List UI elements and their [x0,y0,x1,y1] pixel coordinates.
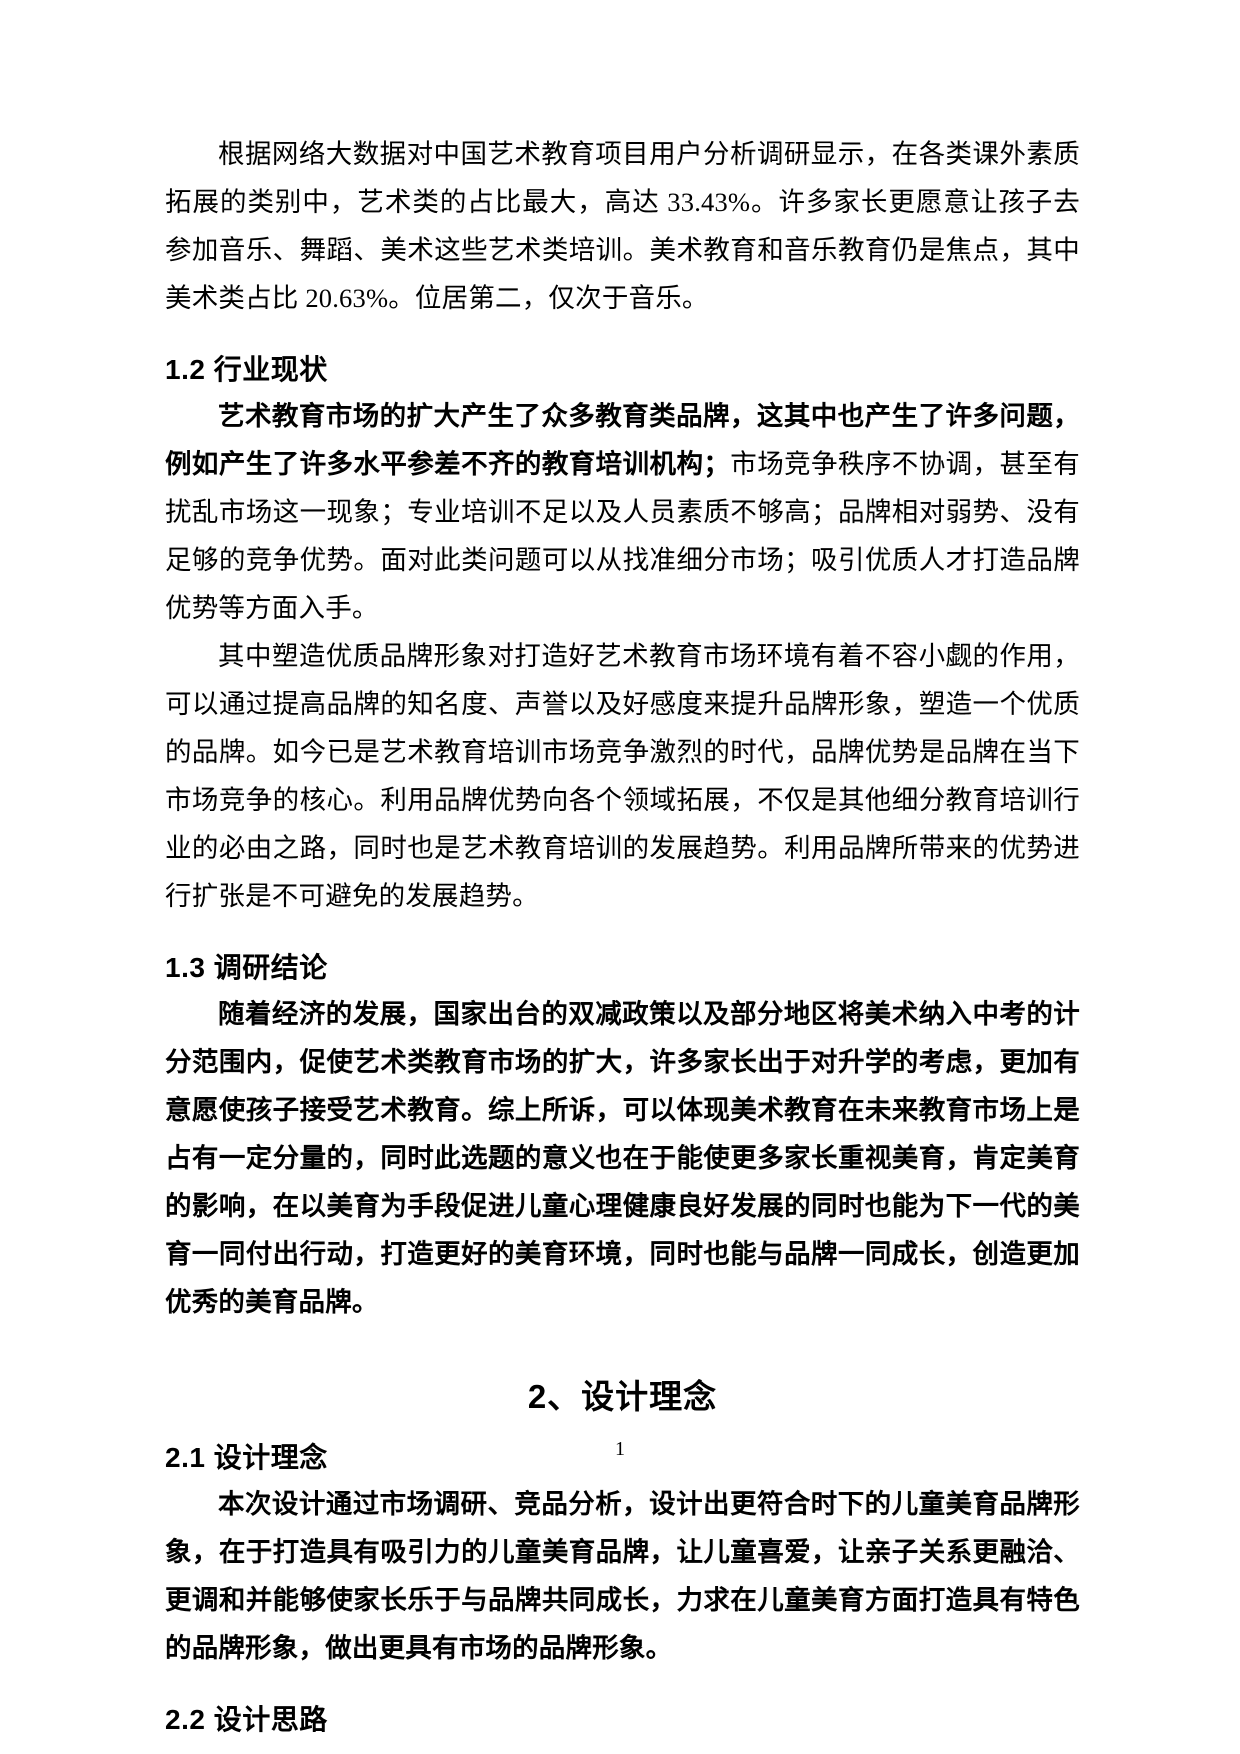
heading-section-1-3: 1.3 调研结论 [165,952,328,983]
section-1-3-paragraph-1: 随着经济的发展，国家出台的双减政策以及部分地区将美术纳入中考的计分范围内，促使艺… [165,999,1080,1317]
section-1-2-normal-run: 市场竞争秩序不协调，甚至有扰乱市场这一现象；专业培训不足以及人员素质不够高；品牌… [165,449,1080,623]
spacer [165,1422,1080,1436]
page-content: 根据网络大数据对中国艺术教育项目用户分析调研显示，在各类课外素质拓展的类别中，艺… [165,130,1080,1742]
section-1-2-paragraph-1: 艺术教育市场的扩大产生了众多教育类品牌，这其中也产生了许多问题，例如产生了许多水… [165,392,1080,632]
section-2-1-paragraph-1: 本次设计通过市场调研、竞品分析，设计出更符合时下的儿童美育品牌形象，在于打造具有… [165,1489,1080,1663]
spacer [165,1326,1080,1372]
spacer [165,920,1080,946]
spacer [165,1672,1080,1698]
page-number: 1 [615,1438,625,1460]
intro-paragraph: 根据网络大数据对中国艺术教育项目用户分析调研显示，在各类课外素质拓展的类别中，艺… [165,139,1080,313]
heading-section-1-2: 1.2 行业现状 [165,354,328,385]
spacer [165,322,1080,348]
section-1-2-paragraph-2: 其中塑造优质品牌形象对打造好艺术教育市场环境有着不容小觑的作用，可以通过提高品牌… [165,641,1080,911]
chapter-2-title: 2、设计理念 [527,1378,718,1415]
heading-section-2-1: 2.1 设计理念 [165,1442,328,1473]
heading-section-2-2: 2.2 设计思路 [165,1704,328,1735]
section-1-2-bold-run: 艺术教育市场的扩大产生了众多教育类品牌，这其中也产生了许多问题，例如产生了许多水… [165,401,1080,479]
